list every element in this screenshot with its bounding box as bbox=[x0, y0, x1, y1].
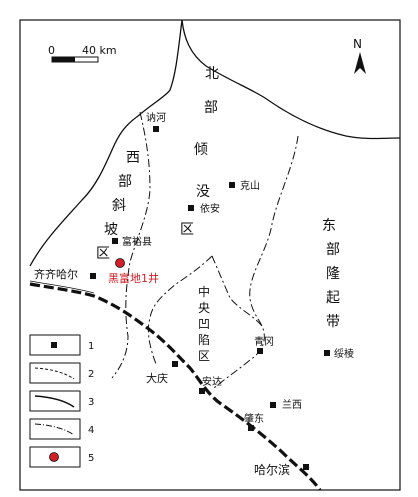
city-label-nehe: 讷河 bbox=[146, 111, 166, 124]
legend: 1 2 3 4 5 bbox=[29, 334, 94, 468]
region-central-char: 区 bbox=[198, 349, 210, 363]
region-central: 中 央 凹 陷 区 bbox=[198, 284, 210, 363]
legend-label: 4 bbox=[88, 425, 94, 436]
scale-zero: 0 bbox=[48, 44, 55, 57]
region-west-char: 斜 bbox=[112, 198, 126, 214]
region-east-char: 隆 bbox=[326, 266, 340, 282]
region-west-char: 西 bbox=[126, 150, 140, 166]
region-central-char: 中 bbox=[198, 284, 210, 299]
city-marker-fuyu bbox=[112, 238, 118, 244]
legend-label: 2 bbox=[88, 369, 94, 380]
legend-label: 3 bbox=[88, 397, 94, 408]
region-west-char: 区 bbox=[96, 246, 110, 262]
city-marker-daqing bbox=[172, 361, 178, 367]
city-marker-suileng bbox=[324, 350, 330, 356]
city-marker-qiqihar bbox=[90, 273, 96, 279]
region-north-char: 北 bbox=[205, 66, 219, 82]
legend-symbol-dashed bbox=[34, 367, 75, 380]
city-label-keshan: 克山 bbox=[240, 180, 260, 192]
well-marker-heifu bbox=[115, 258, 125, 268]
basin-boundary bbox=[29, 19, 401, 267]
legend-symbol-city bbox=[51, 342, 57, 348]
city-label-lanxi: 兰西 bbox=[282, 398, 302, 411]
city-marker-harbin bbox=[303, 464, 309, 470]
north-arrow: N bbox=[353, 37, 366, 74]
map-frame bbox=[19, 19, 401, 491]
region-central-char: 凹 bbox=[198, 317, 210, 331]
region-east-char: 东 bbox=[322, 218, 336, 234]
legend-box-3 bbox=[29, 390, 81, 412]
north-letter: N bbox=[353, 37, 362, 51]
region-east-char: 带 bbox=[326, 314, 340, 330]
region-central-char: 央 bbox=[198, 301, 210, 315]
city-marker-lanxi bbox=[270, 402, 276, 408]
legend-symbol-solid bbox=[34, 395, 75, 408]
region-north-char: 没 bbox=[196, 184, 210, 200]
city-marker-yian bbox=[188, 205, 194, 211]
city-label-qiqihar: 齐齐哈尔 bbox=[34, 267, 78, 281]
city-label-zhaodong: 肇东 bbox=[244, 412, 264, 425]
scale-distance: 40 km bbox=[82, 44, 117, 57]
city-label-anda: 安达 bbox=[202, 375, 222, 388]
well-label-heifu: 黑富地1井 bbox=[108, 271, 159, 285]
railway-edge bbox=[29, 280, 95, 294]
legend-box-4 bbox=[29, 418, 81, 440]
region-east-char: 起 bbox=[326, 290, 340, 306]
region-west: 西 部 斜 坡 区 bbox=[96, 150, 140, 262]
city-label-daqing: 大庆 bbox=[146, 371, 168, 385]
city-label-yian: 依安 bbox=[200, 202, 220, 215]
legend-label: 5 bbox=[88, 453, 94, 464]
region-north-char: 倾 bbox=[194, 142, 208, 158]
region-north: 北 部 倾 没 区 bbox=[180, 66, 219, 238]
city-label-qinggang: 青冈 bbox=[254, 335, 274, 348]
legend-label: 1 bbox=[88, 341, 94, 352]
city-marker-keshan bbox=[229, 182, 235, 188]
north-arrow-icon bbox=[354, 52, 366, 74]
city-marker-qinggang bbox=[257, 348, 263, 354]
unit-boundaries bbox=[111, 111, 299, 389]
region-east-char: 部 bbox=[326, 242, 340, 258]
scale-bar: 0 40 km bbox=[48, 44, 117, 63]
city-marker-anda bbox=[199, 388, 205, 394]
city-label-harbin: 哈尔滨 bbox=[254, 462, 290, 477]
railway-line bbox=[29, 282, 322, 491]
region-west-char: 坡 bbox=[104, 222, 118, 238]
region-west-char: 部 bbox=[118, 174, 132, 190]
legend-symbol-well bbox=[49, 452, 59, 462]
city-marker-zhaodong bbox=[248, 425, 254, 431]
legend-symbol-dashdot bbox=[34, 423, 75, 436]
legend-box-2 bbox=[29, 362, 81, 384]
region-north-char: 部 bbox=[204, 100, 218, 116]
city-marker-nehe bbox=[153, 126, 159, 132]
region-north-char: 区 bbox=[180, 222, 194, 238]
city-label-fuyu: 富裕县 bbox=[122, 235, 152, 248]
city-label-suileng: 绥棱 bbox=[334, 347, 354, 360]
region-east: 东 部 隆 起 带 bbox=[322, 218, 340, 330]
region-central-char: 陷 bbox=[198, 332, 210, 347]
city-markers: 讷河 克山 依安 富裕县 齐齐哈尔 黑富地1井 青冈 绥棱 大庆 安达 兰西 肇… bbox=[34, 111, 354, 477]
